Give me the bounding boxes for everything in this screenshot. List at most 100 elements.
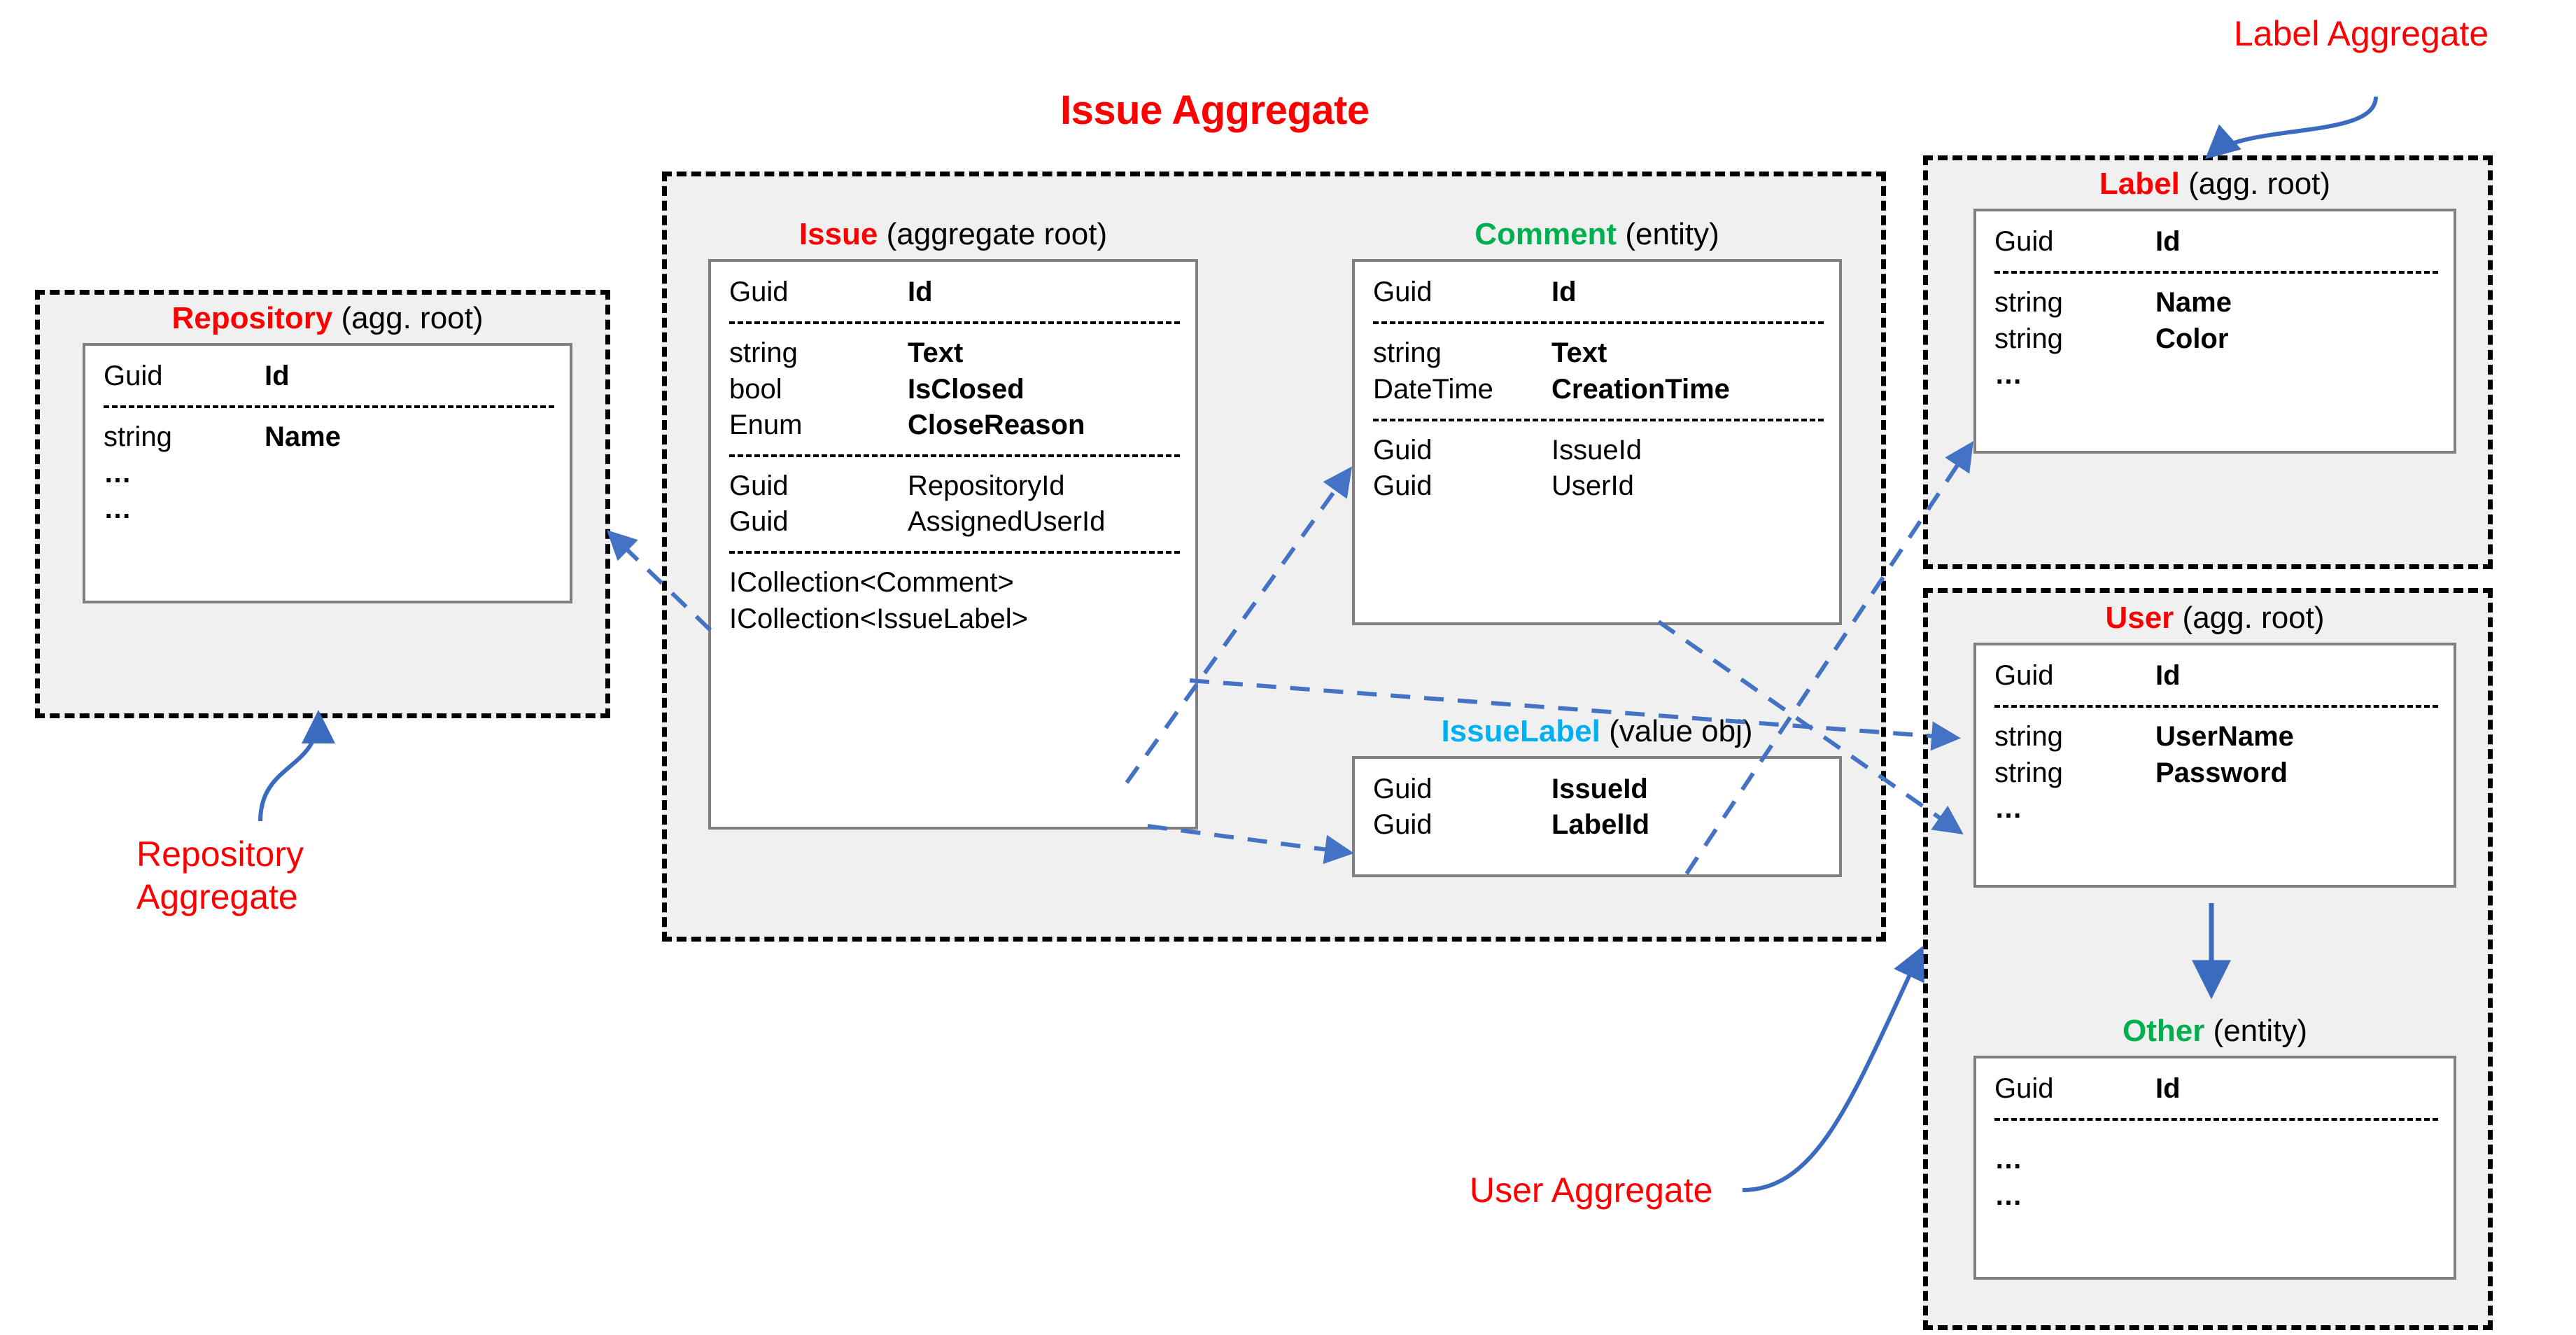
comment-class-title: Comment (entity) xyxy=(1352,218,1842,251)
repository-class: Repository (agg. root) Guid Id string Na… xyxy=(83,301,572,604)
attr-name: Name xyxy=(2155,287,2232,319)
attr-type: Guid xyxy=(1373,277,1433,308)
comment-name-text: Comment xyxy=(1474,217,1617,251)
attr-type: string xyxy=(729,337,798,369)
issuelabel-class: IssueLabel (value obj) Guid IssueId Guid… xyxy=(1352,715,1842,878)
repository-attribute-box: Guid Id string Name … … xyxy=(83,343,572,604)
attr-type: Guid xyxy=(1994,226,2054,258)
table-row: Guid Id xyxy=(729,274,1180,310)
attr-name: Id xyxy=(2155,226,2181,258)
repository-aggregate-annotation: Repository Aggregate xyxy=(136,834,304,916)
attr-name: Color xyxy=(2155,323,2229,354)
attr-ellipsis: … xyxy=(1994,792,2024,824)
table-row: Enum CloseReason xyxy=(729,407,1180,443)
issue-class: Issue (aggregate root) Guid Id string Te… xyxy=(708,218,1198,830)
comment-class: Comment (entity) Guid Id string Text Dat… xyxy=(1352,218,1842,626)
label-class-title: Label (agg. root) xyxy=(1973,167,2456,201)
table-row: Guid Id xyxy=(1994,224,2438,260)
leader-label-aggregate xyxy=(2205,96,2378,160)
attr-name: UserId xyxy=(1551,470,1634,501)
user-class-title: User (agg. root) xyxy=(1973,601,2456,635)
attr-type: Guid xyxy=(1994,660,2054,692)
attr-type: string xyxy=(1994,721,2063,753)
attr-type: string xyxy=(1994,757,2063,788)
user-attribute-box: Guid Id string UserName string Password … xyxy=(1973,643,2456,888)
issuelabel-kind-text: (value obj) xyxy=(1600,714,1753,748)
section-divider xyxy=(729,551,1180,554)
attr-type: Guid xyxy=(1373,774,1433,805)
user-aggregate-annotation: User Aggregate xyxy=(1470,1170,1713,1210)
table-row: Guid Id xyxy=(104,358,554,394)
other-attribute-box: Guid Id … … xyxy=(1973,1056,2456,1280)
issue-attribute-box: Guid Id string Text bool IsClosed Enum C… xyxy=(708,259,1198,830)
attr-name: IssueId xyxy=(1551,774,1648,805)
table-row: Guid UserId xyxy=(1373,468,1824,504)
attr-name: Text xyxy=(908,337,964,369)
table-row: ICollection<Comment> xyxy=(729,565,1180,601)
attr-name: UserName xyxy=(2155,721,2294,753)
leader-repository-aggregate xyxy=(258,710,335,822)
other-class: Other (entity) Guid Id … … xyxy=(1973,1014,2456,1280)
attr-type: Guid xyxy=(104,361,163,392)
attr-name: Password xyxy=(2155,757,2288,788)
attr-name: CreationTime xyxy=(1551,373,1730,405)
attr-name: Id xyxy=(908,277,933,308)
issue-name-text: Issue xyxy=(798,217,878,251)
section-divider xyxy=(1373,321,1824,325)
attr-name: Id xyxy=(265,361,290,392)
attr-type: string xyxy=(1994,323,2063,354)
attr-type: Guid xyxy=(729,277,789,308)
table-row: string Password xyxy=(1994,755,2438,791)
table-row: Guid AssignedUserId xyxy=(729,504,1180,540)
other-name-text: Other xyxy=(2122,1014,2205,1048)
attr-name: Id xyxy=(2155,1073,2181,1105)
label-attribute-box: Guid Id string Name string Color … xyxy=(1973,209,2456,454)
issue-class-title: Issue (aggregate root) xyxy=(708,218,1198,251)
attr-name: IsClosed xyxy=(908,373,1025,405)
label-class: Label (agg. root) Guid Id string Name st… xyxy=(1973,167,2456,454)
attr-name: Id xyxy=(2155,660,2181,692)
section-divider xyxy=(104,405,554,409)
table-row: Guid Id xyxy=(1994,1071,2438,1107)
attr-ellipsis: … xyxy=(1994,358,2024,390)
table-row: string Color xyxy=(1994,321,2438,357)
table-row: string Name xyxy=(1994,285,2438,321)
attr-ellipsis: … xyxy=(104,493,133,524)
section-divider xyxy=(1994,705,2438,708)
section-divider xyxy=(729,321,1180,325)
attr-type: Enum xyxy=(729,409,803,440)
attr-type: string xyxy=(1994,287,2063,319)
repository-name-text: Repository xyxy=(171,301,333,335)
attr-ellipsis: … xyxy=(1994,1180,2024,1211)
attr-name: IssueId xyxy=(1551,434,1642,466)
issuelabel-name-text: IssueLabel xyxy=(1441,714,1600,748)
spacer xyxy=(1994,1132,2438,1142)
attr-type: Guid xyxy=(1373,809,1433,841)
attr-type: ICollection<Comment> xyxy=(729,567,1014,599)
user-name-text: User xyxy=(2105,601,2174,635)
leader-user-aggregate xyxy=(1742,945,1924,1192)
user-kind-text: (agg. root) xyxy=(2174,601,2325,635)
issue-aggregate-title: Issue Aggregate xyxy=(1060,88,1370,133)
issuelabel-class-title: IssueLabel (value obj) xyxy=(1352,715,1842,748)
table-row: Guid Id xyxy=(1994,658,2438,694)
table-row: Guid Id xyxy=(1373,274,1824,310)
attr-type: DateTime xyxy=(1373,373,1493,405)
section-divider xyxy=(729,454,1180,457)
section-divider xyxy=(1373,418,1824,421)
label-kind-text: (agg. root) xyxy=(2179,167,2331,201)
table-row: Guid RepositoryId xyxy=(729,468,1180,504)
issue-kind-text: (aggregate root) xyxy=(878,217,1108,251)
other-kind-text: (entity) xyxy=(2204,1014,2308,1048)
label-name-text: Label xyxy=(2099,167,2180,201)
attr-type: Guid xyxy=(1994,1073,2054,1105)
attr-name: Text xyxy=(1551,337,1607,369)
issuelabel-attribute-box: Guid IssueId Guid LabelId xyxy=(1352,756,1842,878)
comment-attribute-box: Guid Id string Text DateTime CreationTim… xyxy=(1352,259,1842,626)
section-divider xyxy=(1994,1118,2438,1121)
section-divider xyxy=(1994,271,2438,274)
table-row: Guid IssueId xyxy=(1373,433,1824,468)
table-row: string Name xyxy=(104,419,554,455)
attr-type: bool xyxy=(729,373,782,405)
